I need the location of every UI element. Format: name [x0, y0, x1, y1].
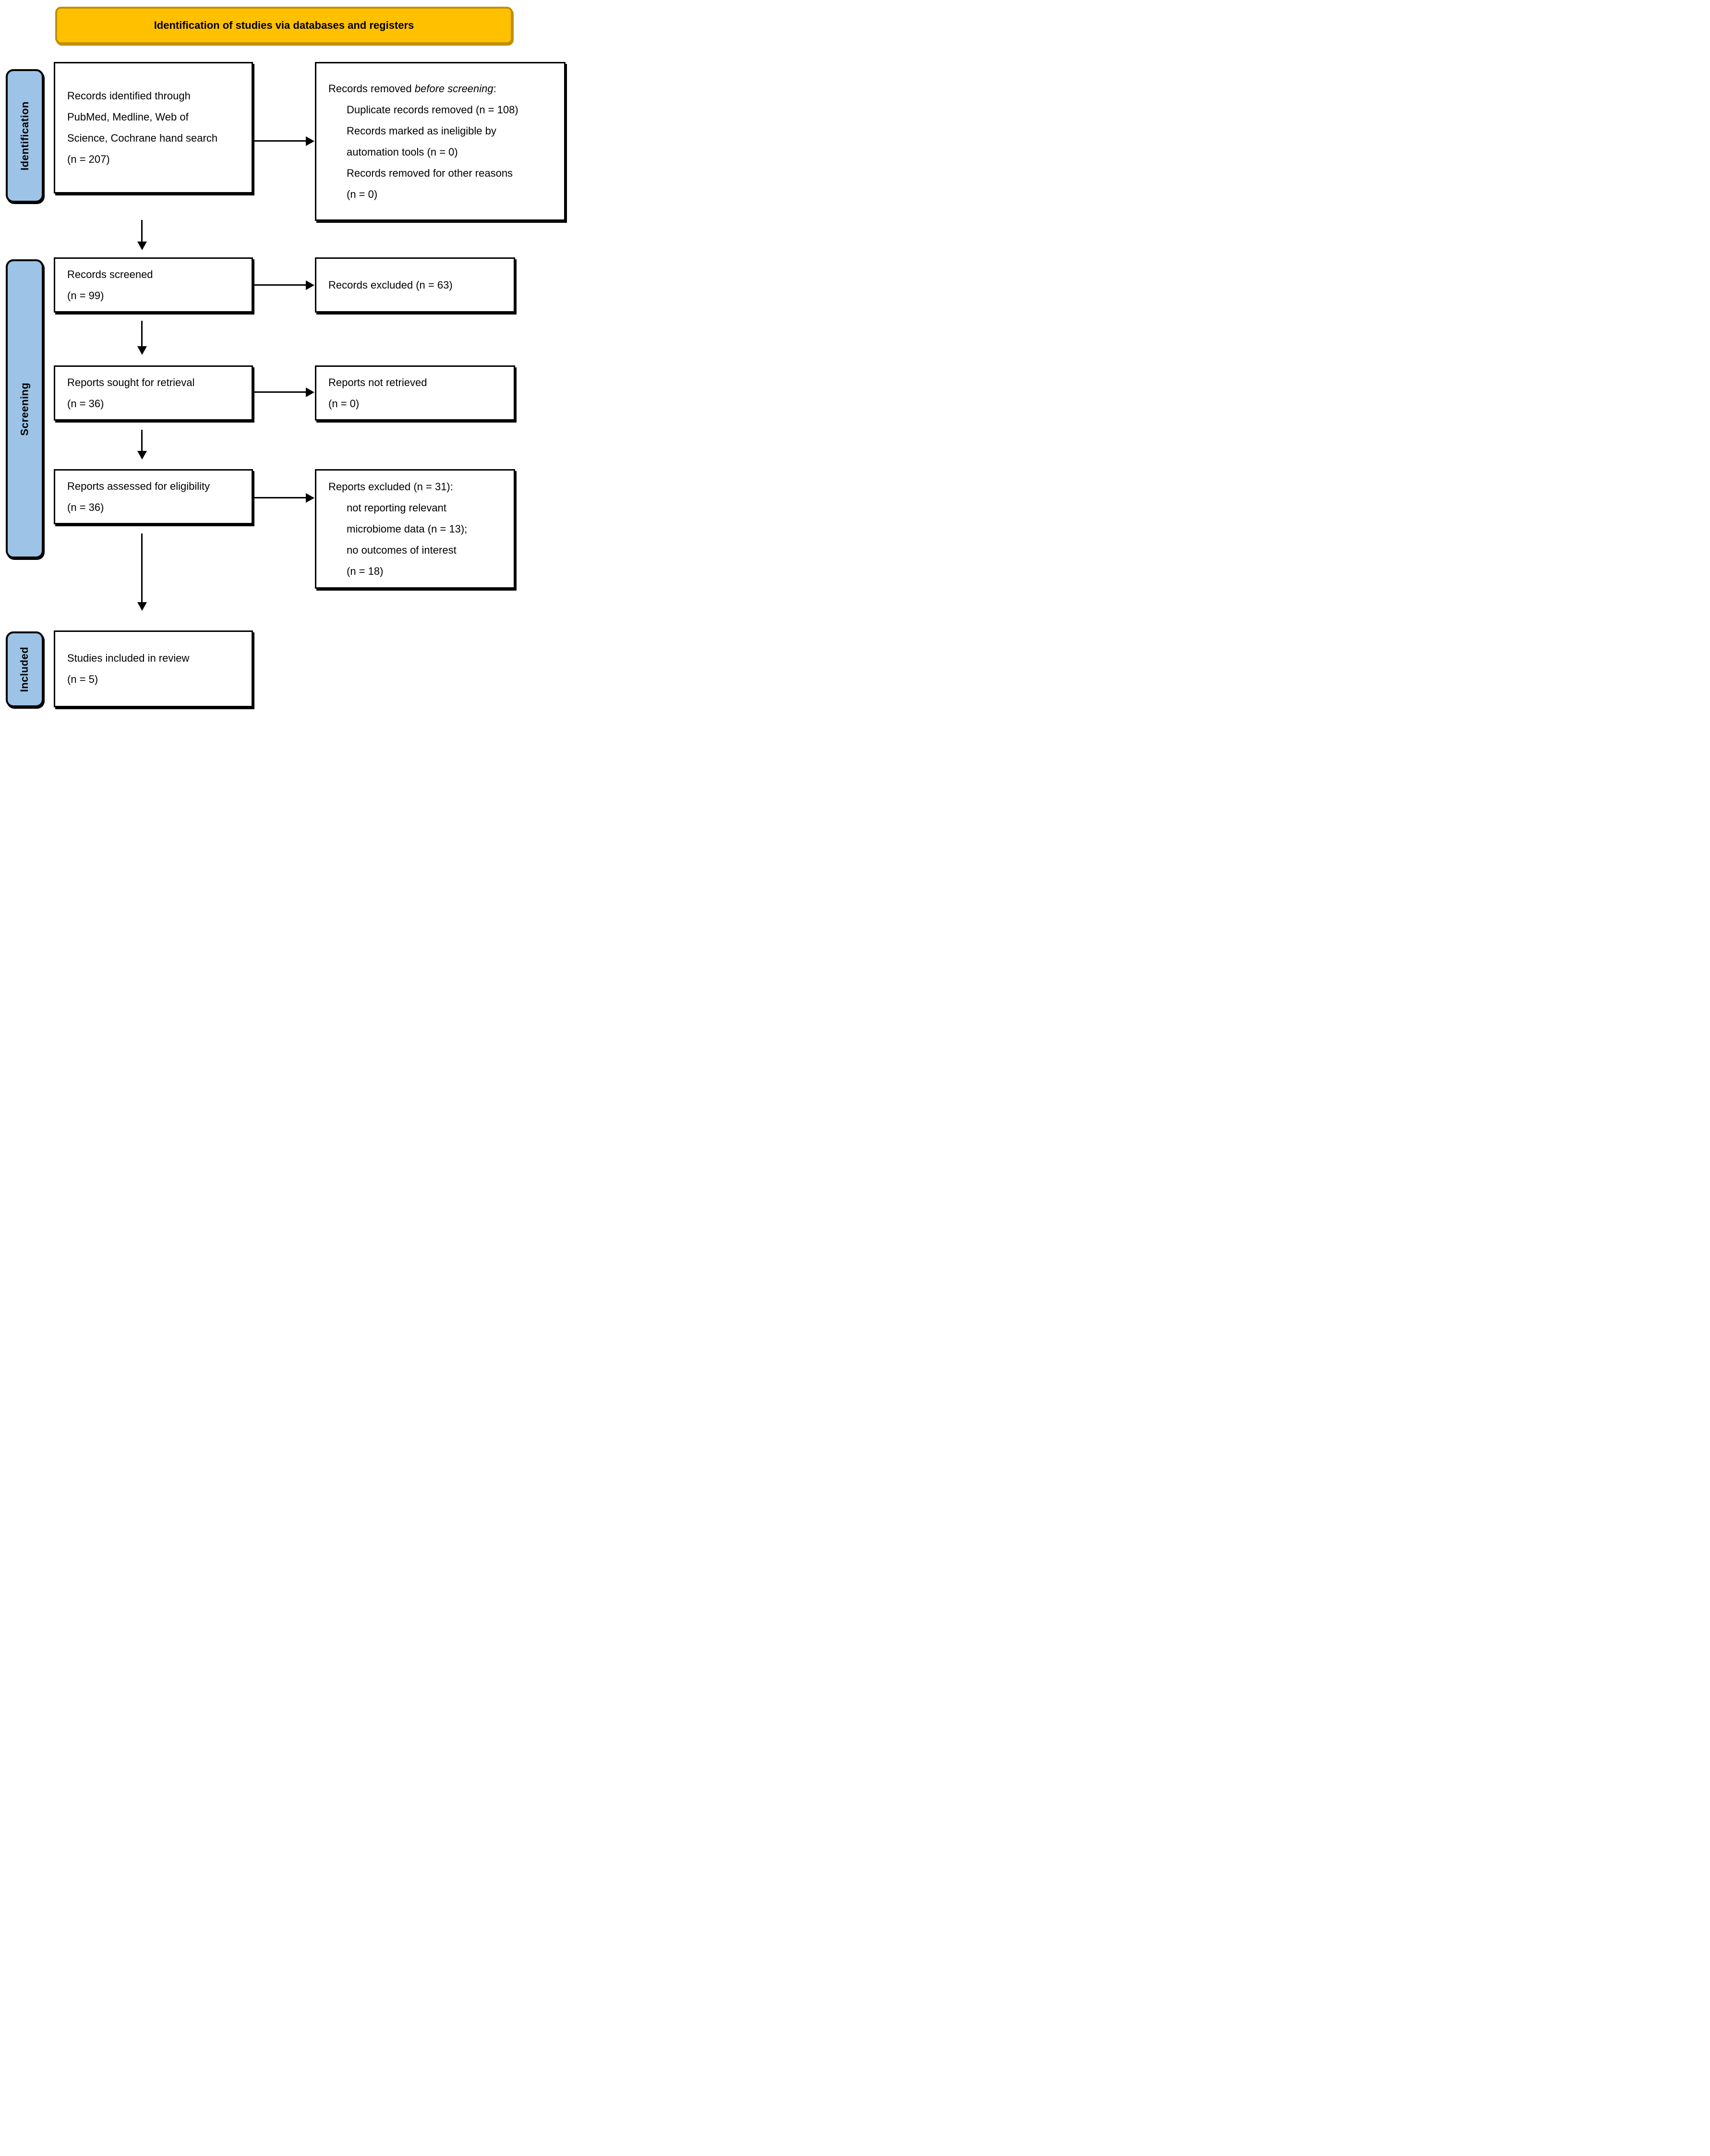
box-line: (n = 0) [328, 397, 360, 410]
arrow-down-identified-to-screened [141, 220, 143, 242]
box-line: Studies included in review [67, 652, 190, 664]
stage-label-screening-text: Screening [18, 382, 31, 436]
box-line: microbiome data (n = 13); [347, 522, 468, 535]
box-records-removed-before-screening: Records removed before screening: Duplic… [315, 62, 566, 221]
box-line: (n = 36) [67, 397, 104, 410]
header-prefix: Records removed [328, 82, 415, 95]
stage-label-included: Included [6, 631, 44, 707]
box-records-excluded: Records excluded (n = 63) [315, 257, 515, 313]
arrow-right-assessed-to-excluded [253, 497, 306, 498]
box-line: Reports sought for retrieval [67, 376, 195, 388]
header-suffix: : [493, 82, 496, 95]
box-studies-included-in-review: Studies included in review (n = 5) [54, 630, 253, 707]
stage-label-identification-text: Identification [18, 101, 31, 170]
box-line: Reports assessed for eligibility [67, 480, 210, 492]
box-line: Records excluded (n = 63) [328, 279, 453, 291]
box-line-header: Reports excluded (n = 31): [328, 480, 453, 493]
box-line: no outcomes of interest [347, 544, 457, 556]
box-records-identified: Records identified through PubMed, Medli… [54, 62, 253, 194]
box-line: (n = 18) [347, 565, 384, 577]
box-line: (n = 207) [67, 153, 110, 165]
arrow-down-assessed-to-included [141, 533, 143, 603]
box-line: (n = 99) [67, 289, 104, 302]
box-line: Records marked as ineligible by [347, 124, 496, 137]
stage-label-included-text: Included [18, 646, 31, 692]
arrow-right-identified-to-removed [253, 140, 306, 142]
box-line: Records identified through [67, 90, 191, 102]
box-line-header: Records removed before screening: [316, 78, 564, 99]
stage-label-screening: Screening [6, 259, 44, 558]
box-line: not reporting relevant [347, 501, 446, 514]
box-line: Reports not retrieved [328, 376, 427, 388]
box-line: (n = 36) [67, 501, 104, 513]
box-records-screened: Records screened (n = 99) [54, 257, 253, 313]
box-line: (n = 5) [67, 673, 98, 685]
box-line: Duplicate records removed (n = 108) [347, 103, 518, 116]
arrow-down-sought-to-assessed [141, 430, 143, 451]
prisma-flow-diagram: Identification of studies via databases … [0, 0, 570, 719]
box-line: automation tools (n = 0) [347, 145, 458, 158]
arrow-down-screened-to-sought [141, 321, 143, 347]
title-banner-label: Identification of studies via databases … [154, 19, 414, 31]
header-italic: before screening [414, 82, 494, 95]
arrow-right-screened-to-excluded [253, 284, 306, 286]
box-line: PubMed, Medline, Web of [67, 111, 189, 123]
title-banner: Identification of studies via databases … [55, 7, 513, 44]
box-line: Records removed for other reasons [347, 167, 513, 179]
box-line: Records screened [67, 268, 153, 280]
box-reports-assessed-for-eligibility: Reports assessed for eligibility (n = 36… [54, 469, 253, 524]
arrow-right-sought-to-not-retrieved [253, 391, 306, 393]
box-line: Science, Cochrane hand search [67, 132, 218, 144]
box-reports-sought-for-retrieval: Reports sought for retrieval (n = 36) [54, 365, 253, 421]
box-reports-not-retrieved: Reports not retrieved (n = 0) [315, 365, 515, 421]
box-reports-excluded: Reports excluded (n = 31): not reporting… [315, 469, 515, 589]
stage-label-identification: Identification [6, 69, 44, 203]
box-line: (n = 0) [347, 188, 378, 200]
